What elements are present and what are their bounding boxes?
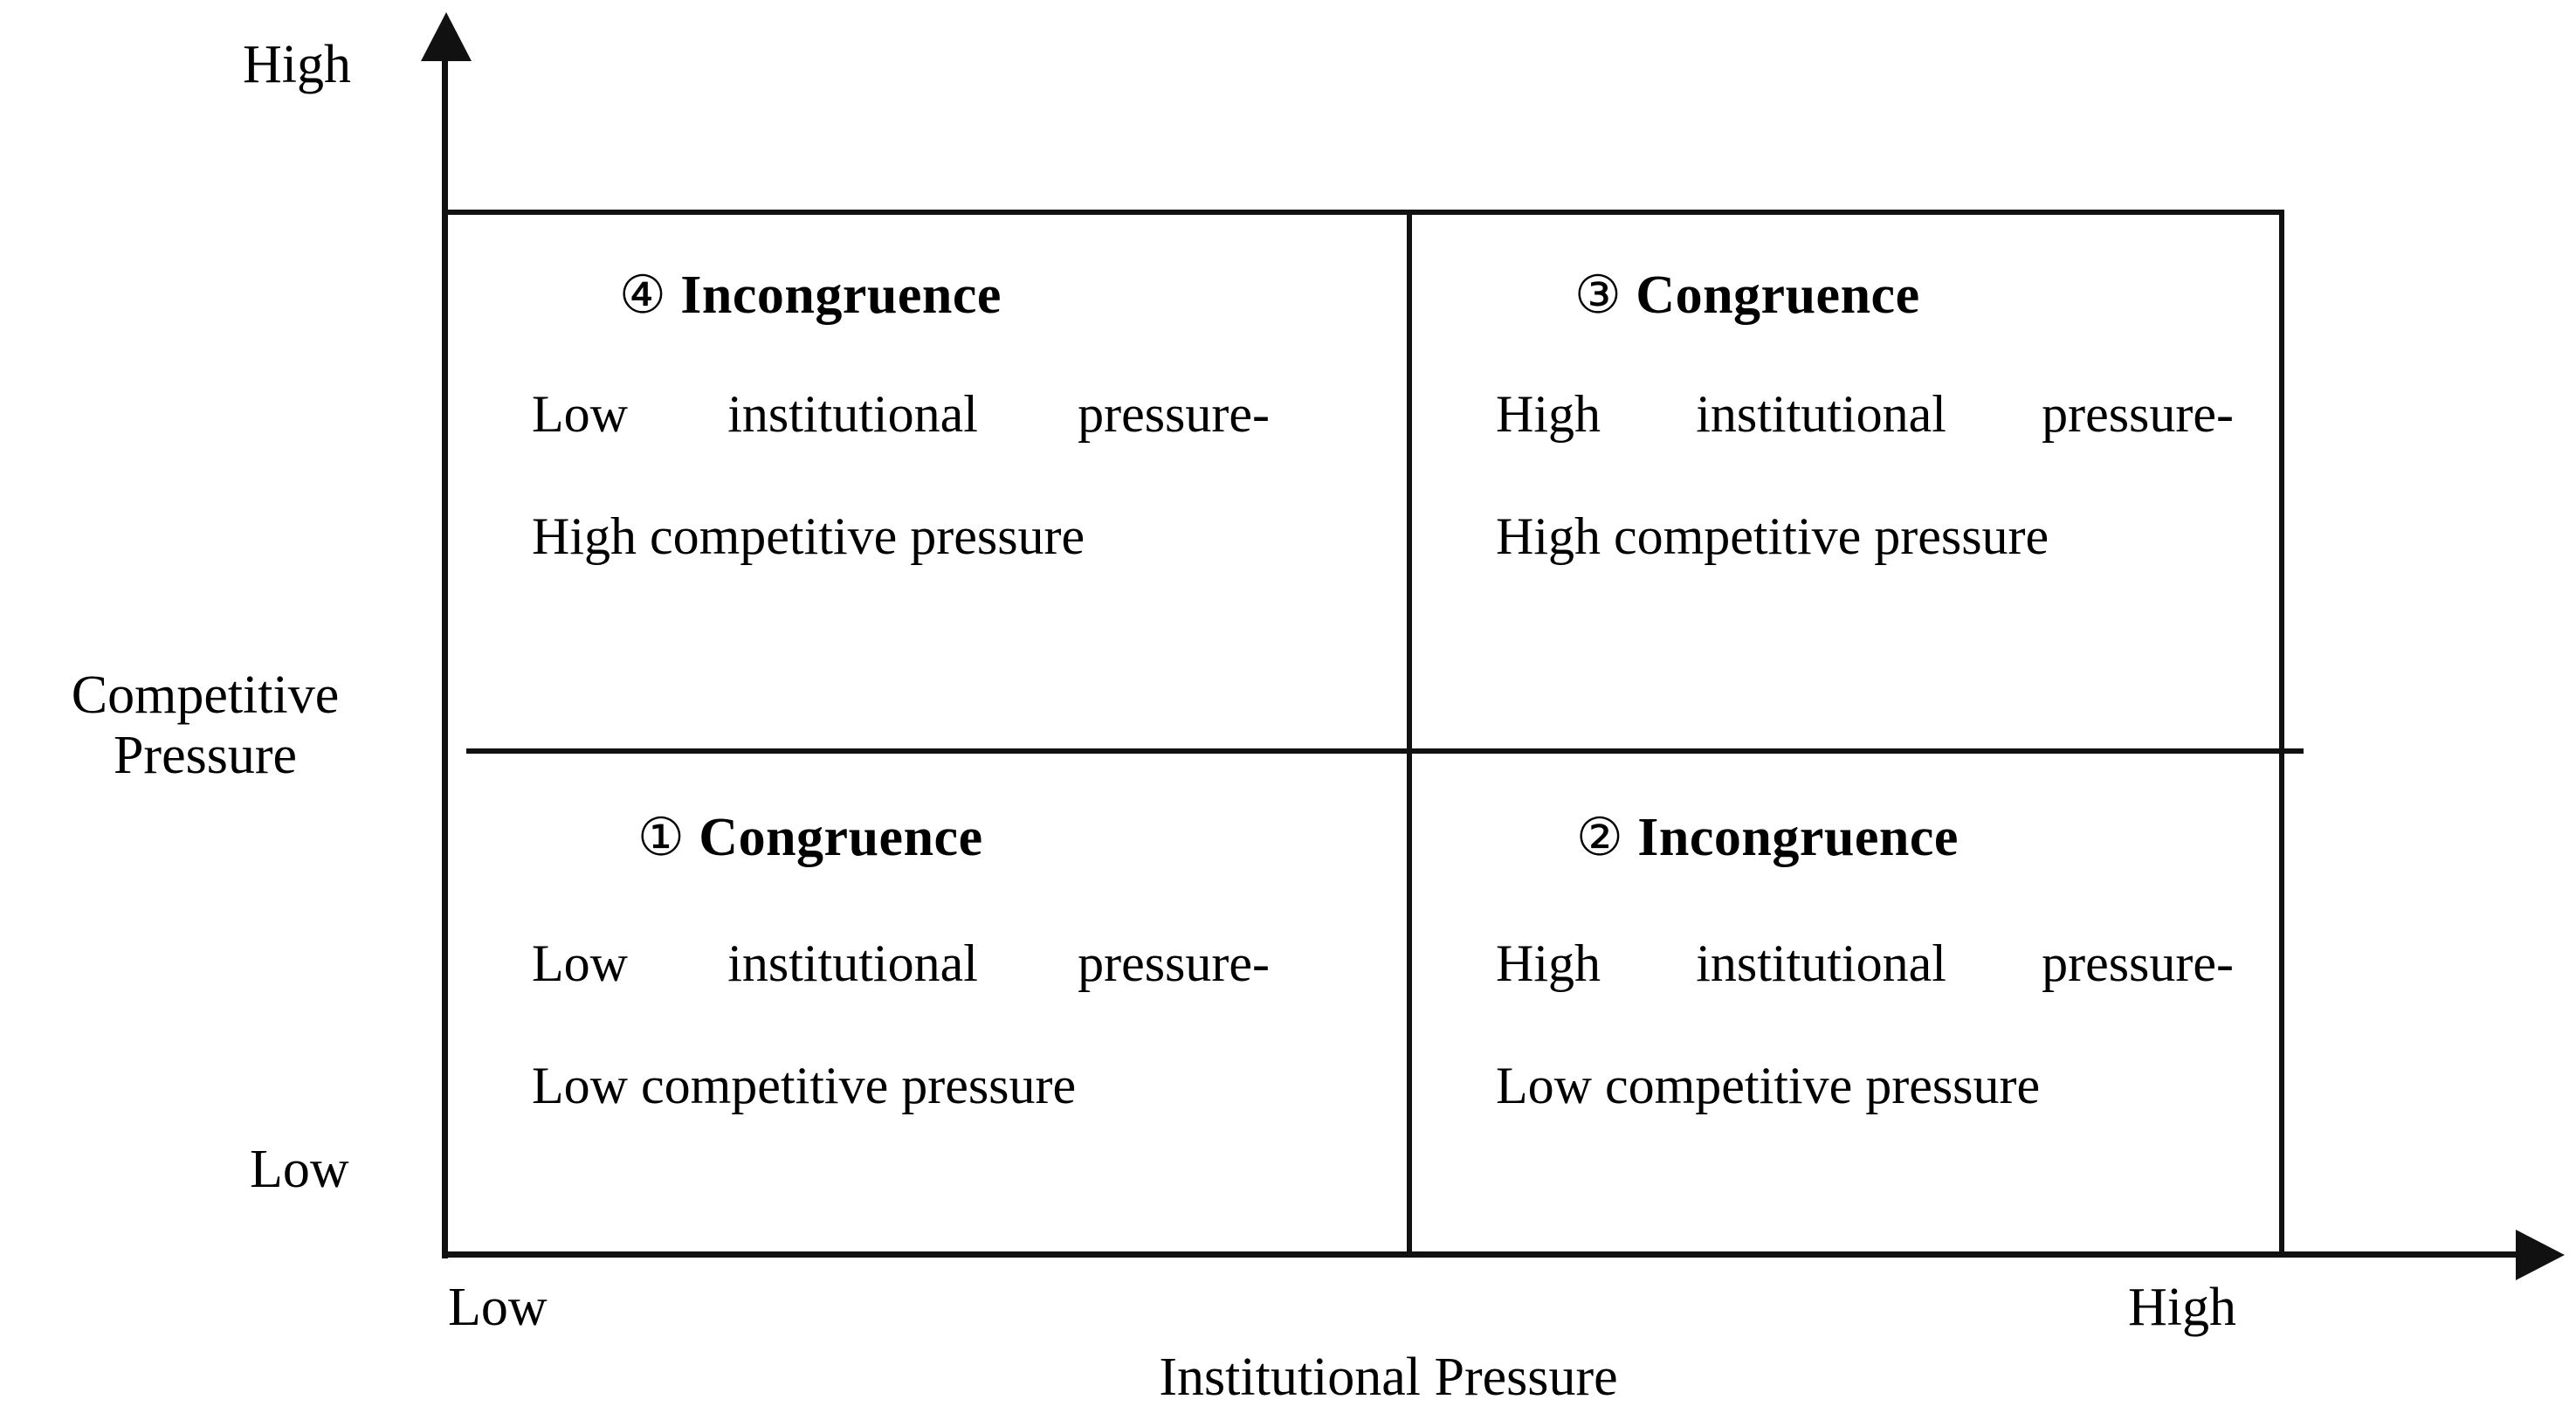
quadrant-marker-icon: ② <box>1576 809 1624 866</box>
x-axis-arrow-icon <box>2516 1230 2565 1280</box>
quadrant-title: Congruence <box>1636 265 1920 325</box>
quadrant-description: Low institutional pressure- High competi… <box>532 383 1270 568</box>
quadrant-description-line-2: High competitive pressure <box>1496 507 2049 566</box>
matrix-horizontal-divider <box>466 748 2304 754</box>
y-axis-title-line-1: Competitive <box>71 665 340 725</box>
x-axis-high-label: High <box>2128 1278 2236 1337</box>
matrix-top-border <box>444 210 2284 215</box>
quadrant-marker-icon: ③ <box>1574 266 1622 324</box>
matrix-right-border <box>2279 210 2284 1257</box>
x-axis-line <box>442 1251 2521 1258</box>
quadrant-description-line-1: High institutional pressure- <box>1496 934 2234 992</box>
quadrant-title: Incongruence <box>1637 808 1959 867</box>
quadrant-description-line-1: High institutional pressure- <box>1496 385 2234 443</box>
quadrant-description-line-1: Low institutional pressure- <box>532 934 1270 992</box>
y-axis-line <box>442 52 448 1258</box>
y-axis-title-line-2: Pressure <box>113 726 298 786</box>
y-axis-title: Competitive Pressure <box>0 665 410 787</box>
y-axis-arrow-icon <box>421 12 472 61</box>
y-axis-high-label: High <box>243 35 351 94</box>
x-axis-title: Institutional Pressure <box>1159 1348 1618 1407</box>
matrix-vertical-divider <box>1407 212 1412 1257</box>
quadrant-description: High institutional pressure- High compet… <box>1496 383 2234 568</box>
quadrant-marker-icon: ① <box>637 809 685 866</box>
quadrant-description-line-2: Low competitive pressure <box>532 1057 1077 1115</box>
quadrant-title: Incongruence <box>680 265 1002 325</box>
quadrant-description: High institutional pressure- Low competi… <box>1496 933 2234 1117</box>
quadrant-description-line-2: Low competitive pressure <box>1496 1057 2041 1115</box>
y-axis-low-label: Low <box>250 1140 349 1199</box>
x-axis-low-label: Low <box>448 1278 548 1337</box>
quadrant-description: Low institutional pressure- Low competit… <box>532 933 1270 1117</box>
quadrant-description-line-1: Low institutional pressure- <box>532 385 1270 443</box>
quadrant-description-line-2: High competitive pressure <box>532 507 1085 566</box>
quadrant-title: Congruence <box>699 808 983 867</box>
quadrant-marker-icon: ④ <box>619 266 667 324</box>
